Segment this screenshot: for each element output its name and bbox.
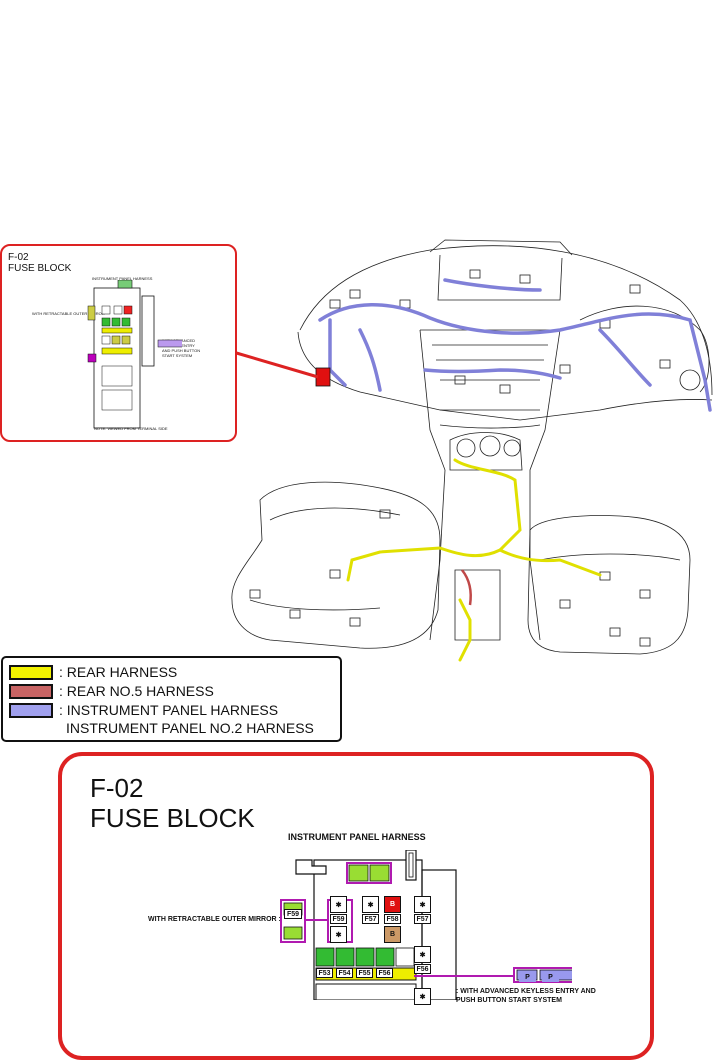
- fuse-f59-outer: F59: [284, 909, 302, 919]
- fuse-block-location-marker: [315, 367, 331, 387]
- leader-line: [232, 350, 319, 379]
- fuse-label: P: [525, 973, 530, 981]
- fuse-label: F54: [338, 969, 351, 977]
- fuse-label: F58: [386, 915, 399, 923]
- callout-mirror-label: WITH RETRACTABLE OUTER MIRROR :: [148, 916, 281, 923]
- dashboard-outline: [299, 245, 713, 396]
- fuse-label: ✱: [419, 993, 426, 1001]
- fuse-f56-right: F56: [414, 964, 431, 974]
- right-seat-outline: [527, 515, 691, 655]
- fuse-f53: F53: [316, 968, 333, 978]
- fuse-label: F56: [378, 969, 391, 977]
- harness-legend: : REAR HARNESS : REAR NO.5 HARNESS : INS…: [1, 656, 342, 742]
- left-seat-outline: [231, 481, 441, 649]
- fuse-f54: F54: [336, 968, 353, 978]
- legend-label: : REAR HARNESS: [59, 664, 178, 680]
- callout-code: F-02: [90, 773, 144, 803]
- fuse-block-inset: F-02 FUSE BLOCK INSTRUMENT PANEL HARNESS…: [0, 244, 237, 442]
- instrument-panel-harness-routing: [318, 278, 712, 412]
- fuse-f59-lower: ✱: [330, 926, 347, 943]
- inset-code: F-02: [8, 252, 29, 263]
- fuse-label: ✱: [419, 951, 426, 959]
- legend-item-instrument-panel-harness: : INSTRUMENT PANEL HARNESS: [9, 702, 278, 718]
- legend-item-rear-harness: : REAR HARNESS: [9, 664, 177, 680]
- fuse-label: ✱: [335, 931, 342, 939]
- fuse-f57-top: ✱: [362, 896, 379, 913]
- fuse-f59-label: F59: [330, 914, 347, 924]
- fuse-block-callout: F-02 FUSE BLOCK INSTRUMENT PANEL HARNESS…: [58, 752, 654, 1060]
- fuse-f58-lower: B: [384, 926, 401, 943]
- fuse-f59: ✱: [330, 896, 347, 913]
- fuse-label: F59: [332, 915, 345, 923]
- harness-layout-diagram: [231, 239, 713, 662]
- fuse-f56-right-top: ✱: [414, 946, 431, 963]
- rear-harness-swatch: [9, 664, 53, 680]
- fuse-f55: F55: [356, 968, 373, 978]
- fuse-label: P: [548, 973, 553, 981]
- fuse-label: F53: [318, 969, 331, 977]
- rear-harness-routing: [346, 458, 602, 662]
- fuse-label: F55: [358, 969, 371, 977]
- fuse-keyless-p2: P: [542, 972, 559, 982]
- fuse-label: ✱: [419, 901, 426, 909]
- fuse-label: ✱: [367, 901, 374, 909]
- callout-harness-label: INSTRUMENT PANEL HARNESS: [288, 832, 426, 842]
- inset-harness-label: INSTRUMENT PANEL HARNESS: [92, 276, 153, 281]
- legend-label: : REAR NO.5 HARNESS: [59, 683, 214, 699]
- legend-item-rear-no5-harness: : REAR NO.5 HARNESS: [9, 683, 214, 699]
- instrument-panel-harness-swatch: [9, 702, 53, 718]
- fuse-f58-top: B: [384, 896, 401, 913]
- fuse-f58: F58: [384, 914, 401, 924]
- callout-keyless-label-1: : WITH ADVANCED KEYLESS ENTRY AND: [456, 988, 596, 995]
- fuse-label: B: [389, 901, 396, 908]
- inset-fuse-block-drawing: [87, 280, 182, 429]
- fuse-label: ✱: [335, 901, 342, 909]
- inset-bottom-note: NOTE: VIEWED FROM TERMINAL SIDE: [94, 426, 168, 431]
- fuse-f57-right: F57: [414, 914, 431, 924]
- fuse-bottom-star: ✱: [414, 988, 431, 1005]
- inset-mirror-label: WITH RETRACTABLE OUTER MIRROR: [32, 311, 105, 316]
- rear-no5-harness-routing: [461, 569, 472, 606]
- fuse-label: F59: [286, 910, 300, 918]
- fuse-label: B: [389, 931, 396, 938]
- rear-no5-harness-swatch: [9, 683, 53, 699]
- fuse-label: F57: [416, 915, 429, 923]
- fuse-f57-right-top: ✱: [414, 896, 431, 913]
- callout-title: FUSE BLOCK: [90, 803, 255, 833]
- inset-title: FUSE BLOCK: [8, 263, 72, 274]
- fuse-label: F56: [416, 965, 429, 973]
- fuse-label: F57: [364, 915, 377, 923]
- fuse-f56: F56: [376, 968, 393, 978]
- legend-extra-label: INSTRUMENT PANEL NO.2 HARNESS: [66, 720, 314, 736]
- legend-label: : INSTRUMENT PANEL HARNESS: [59, 702, 279, 718]
- fuse-f57: F57: [362, 914, 379, 924]
- fuse-keyless-p: P: [519, 972, 536, 982]
